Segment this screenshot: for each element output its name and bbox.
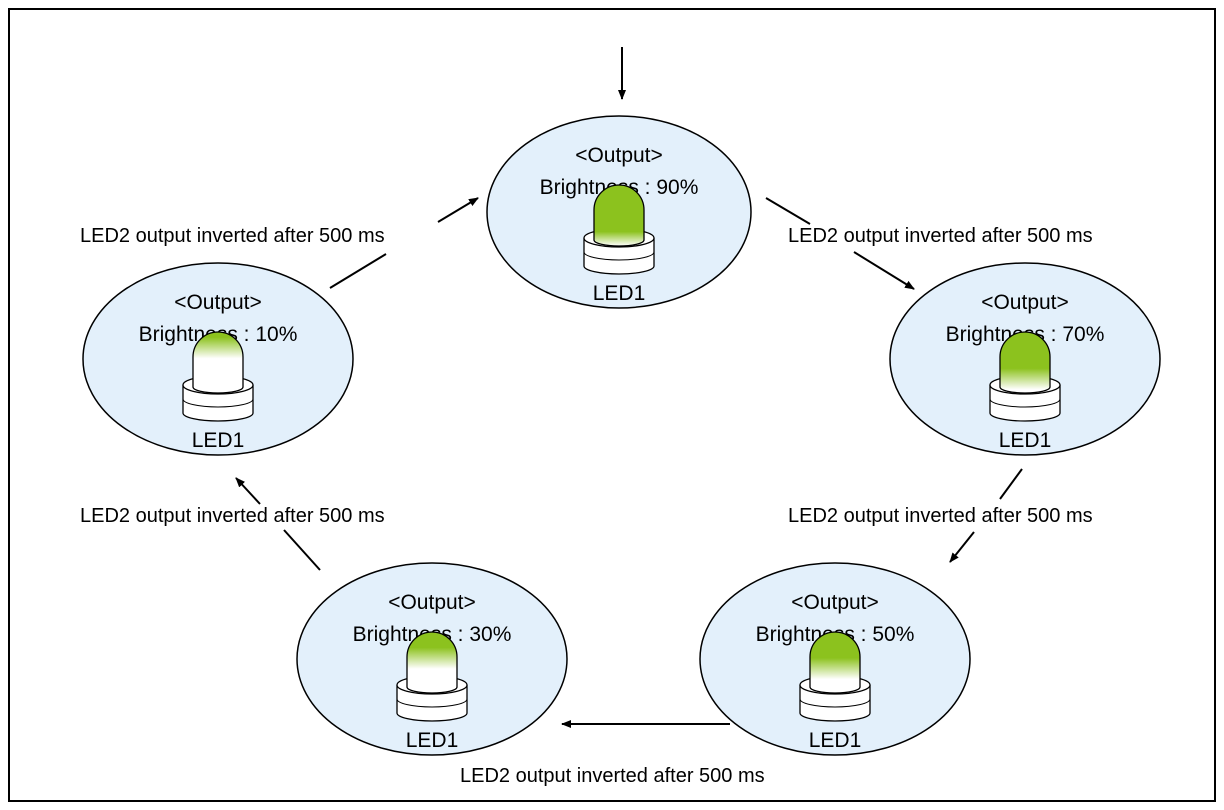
state-node-50: <Output>Brightness : 50%LED1 [699,562,971,756]
led-icon [182,331,254,422]
transition-label-50-to-30: LED2 output inverted after 500 ms [460,765,765,787]
transition-label-30-to-10: LED2 output inverted after 500 ms [80,505,385,527]
state-node-10: <Output>Brightness : 10%LED1 [82,262,354,456]
state-header: <Output> [791,591,879,614]
led-icon [799,631,871,722]
transition-label-70-to-50: LED2 output inverted after 500 ms [788,505,1093,527]
transition-arrow-90-to-70 [765,197,811,225]
led-icon [989,331,1061,422]
transition-arrow-90-to-70-head [853,251,915,290]
device-label: LED1 [406,729,459,752]
device-label: LED1 [192,429,245,452]
state-node-90: <Output>Brightness : 90%LED1 [486,115,752,309]
transition-arrow-10-to-90 [329,253,387,289]
led-icon [583,184,655,275]
transition-arrow-30-to-10 [283,529,321,571]
transition-arrow-30-to-10-head [235,477,261,505]
transition-label-90-to-70: LED2 output inverted after 500 ms [788,225,1093,247]
device-label: LED1 [999,429,1052,452]
led-icon [396,631,468,722]
transition-label-10-to-90: LED2 output inverted after 500 ms [80,225,385,247]
state-header: <Output> [388,591,476,614]
device-label: LED1 [809,729,862,752]
state-node-70: <Output>Brightness : 70%LED1 [889,262,1161,456]
device-label: LED1 [593,282,646,305]
state-header: <Output> [575,144,663,167]
diagram-frame: LED2 output inverted after 500 ms LED2 o… [8,8,1216,802]
state-header: <Output> [174,291,262,314]
transition-arrow-10-to-90-head [437,197,479,223]
state-diagram: LED2 output inverted after 500 ms LED2 o… [80,47,1161,787]
state-header: <Output> [981,291,1069,314]
transition-arrow-70-to-50-head [949,531,975,563]
state-node-30: <Output>Brightness : 30%LED1 [296,562,568,756]
transition-arrow-70-to-50 [999,468,1023,500]
